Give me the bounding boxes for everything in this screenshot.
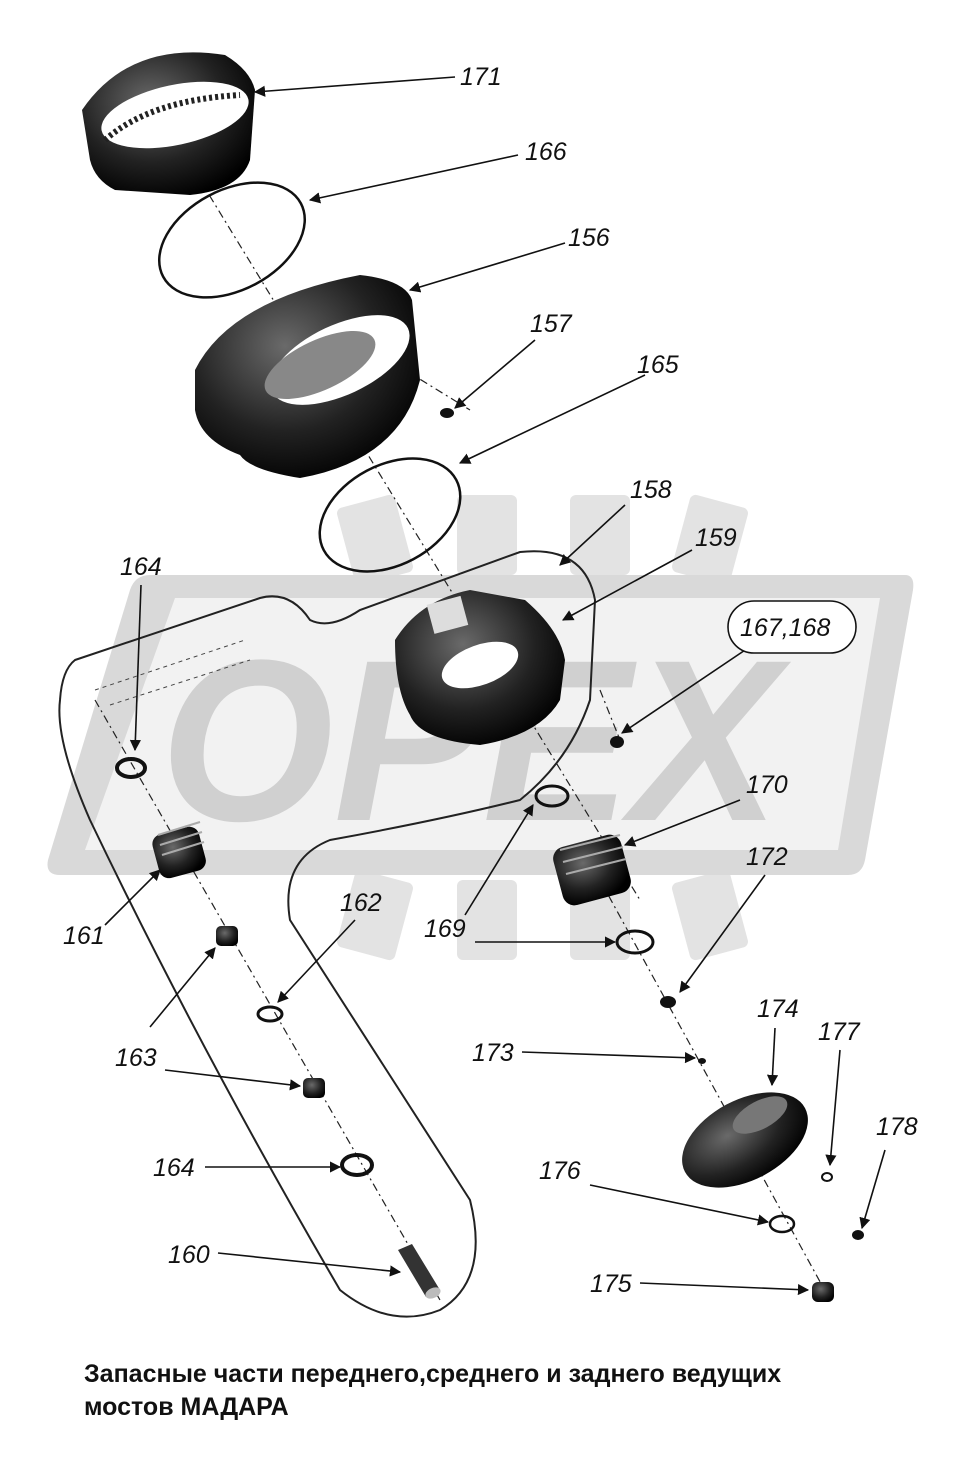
part-159-carrier (395, 590, 565, 745)
part-173-pin (698, 1058, 706, 1064)
part-178-bolt (852, 1230, 864, 1240)
part-157-bolt (440, 408, 454, 418)
callout-163: 163 (115, 1044, 157, 1072)
part-161-planet-gear (152, 821, 206, 879)
part-163-bearing-top (216, 926, 238, 946)
callout-171: 171 (460, 63, 502, 91)
callout-164-top: 164 (120, 553, 162, 581)
callout-173: 173 (472, 1039, 514, 1067)
part-165-o-ring (318, 457, 462, 573)
callout-165: 165 (637, 351, 679, 379)
callout-170: 170 (746, 771, 788, 799)
part-156-hub (195, 275, 420, 478)
diagram-caption: Запасные части переднего,среднего и задн… (84, 1358, 944, 1424)
part-170-planet-gear (553, 834, 631, 906)
part-177-washer (821, 1172, 833, 1182)
callout-164-bottom: 164 (153, 1154, 195, 1182)
part-172-bolt (660, 996, 676, 1008)
watermark-gear-icon (337, 494, 748, 961)
part-163-bearing-bottom (303, 1078, 325, 1098)
part-176-washer (768, 1214, 796, 1234)
part-167-168-bolt (610, 736, 624, 748)
part-164-washer-top (115, 757, 147, 779)
part-171-ring-gear (82, 52, 255, 196)
part-169-washer-lower (615, 929, 655, 955)
callout-156: 156 (568, 224, 610, 252)
callout-175: 175 (590, 1270, 632, 1298)
callout-157: 157 (530, 310, 573, 338)
callout-167-168: 167,168 (740, 614, 830, 642)
callout-box-167-168 (727, 600, 857, 654)
callout-158: 158 (630, 476, 672, 504)
leader-arrows (104, 76, 886, 1296)
callout-166: 166 (525, 138, 567, 166)
callout-172: 172 (746, 843, 788, 871)
callout-169: 169 (424, 915, 466, 943)
carrier-housing-outline (58, 550, 597, 1318)
callout-labels: 171 166 156 157 165 158 159 164 167,168 … (63, 63, 918, 1298)
caption-line-2: мостов МАДАРА (84, 1393, 289, 1421)
part-160-shaft (398, 1244, 441, 1299)
callout-161: 161 (63, 922, 105, 950)
part-169-washer (534, 784, 570, 808)
part-174-cover (682, 1092, 808, 1188)
part-166-o-ring (157, 181, 307, 299)
callout-162: 162 (340, 889, 382, 917)
callout-160: 160 (168, 1241, 210, 1269)
callout-159: 159 (695, 524, 737, 552)
callout-177: 177 (818, 1018, 861, 1046)
part-162-washer (256, 1005, 284, 1023)
callout-178: 178 (876, 1113, 918, 1141)
caption-line-1: Запасные части переднего,среднего и задн… (84, 1360, 782, 1388)
part-175-plug (812, 1282, 834, 1302)
callout-174: 174 (757, 995, 799, 1023)
part-164-washer-bottom (340, 1153, 374, 1177)
callout-176: 176 (539, 1157, 581, 1185)
